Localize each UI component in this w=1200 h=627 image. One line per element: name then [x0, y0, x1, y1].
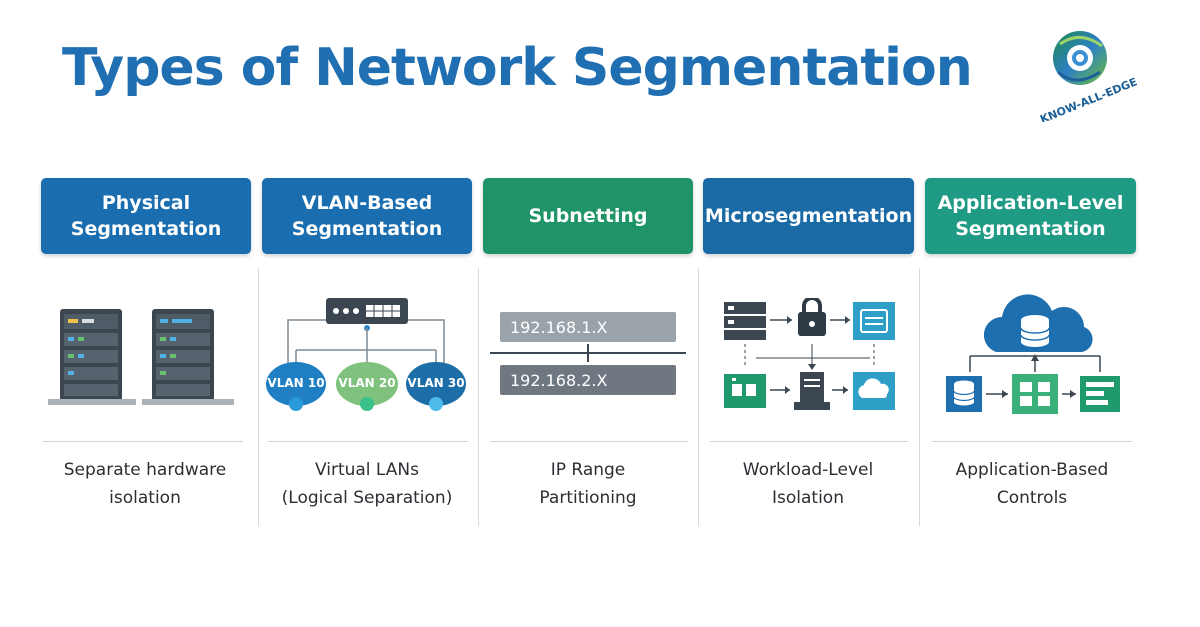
vlan-20-label: VLAN 20: [338, 376, 395, 390]
description-physical: Separate hardware isolation: [63, 460, 227, 508]
vlan-10-label: VLAN 10: [267, 376, 324, 390]
separator-line: [710, 441, 908, 442]
separator-line: [932, 441, 1132, 442]
description-vlan: Virtual LANs (Logical Separation): [281, 460, 453, 508]
header-label: Microsegmentation: [704, 205, 913, 227]
header-vlan-segmentation: VLAN-Based Segmentation: [262, 178, 472, 254]
header-label: VLAN-Based Segmentation: [291, 192, 443, 240]
separator-line: [43, 441, 243, 442]
subnet-2-box: 192.168.2.X: [500, 365, 676, 395]
header-label: Physical Segmentation: [70, 192, 222, 240]
vlan-30-label: VLAN 30: [407, 376, 464, 390]
separator-line: [490, 441, 688, 442]
subnet-divider-icon: [490, 344, 686, 362]
subnet-2-label: 192.168.2.X: [510, 370, 608, 390]
column-divider: [258, 268, 259, 526]
column-divider: [698, 268, 699, 526]
description-application: Application-Based Controls: [955, 460, 1109, 508]
cloud-database-icon: [946, 294, 1120, 414]
description-microsegmentation: Workload-Level Isolation: [742, 460, 874, 508]
know-all-edge-logo: KNOW-ALL-EDGE: [1038, 22, 1150, 126]
server-racks-icon: [48, 309, 234, 405]
header-application-segmentation: Application-Level Segmentation: [925, 178, 1136, 254]
header-microsegmentation: Microsegmentation: [703, 178, 914, 254]
header-physical-segmentation: Physical Segmentation: [41, 178, 251, 254]
subnet-1-box: 192.168.1.X: [500, 312, 676, 342]
globe-ring-logo-icon: KNOW-ALL-EDGE: [1038, 31, 1139, 126]
header-label: Application-Level Segmentation: [937, 192, 1124, 240]
subnet-1-label: 192.168.1.X: [510, 317, 608, 337]
header-subnetting: Subnetting: [483, 178, 693, 254]
header-label: Subnetting: [528, 205, 648, 227]
description-subnetting: IP Range Partitioning: [539, 460, 637, 508]
network-switch-icon: VLAN 10 VLAN 20 VLAN 30: [266, 298, 466, 411]
page-title: Types of Network Segmentation: [62, 38, 973, 98]
separator-line: [268, 441, 468, 442]
lock-workload-icon: [724, 298, 895, 410]
column-divider: [478, 268, 479, 526]
column-divider: [919, 268, 920, 526]
